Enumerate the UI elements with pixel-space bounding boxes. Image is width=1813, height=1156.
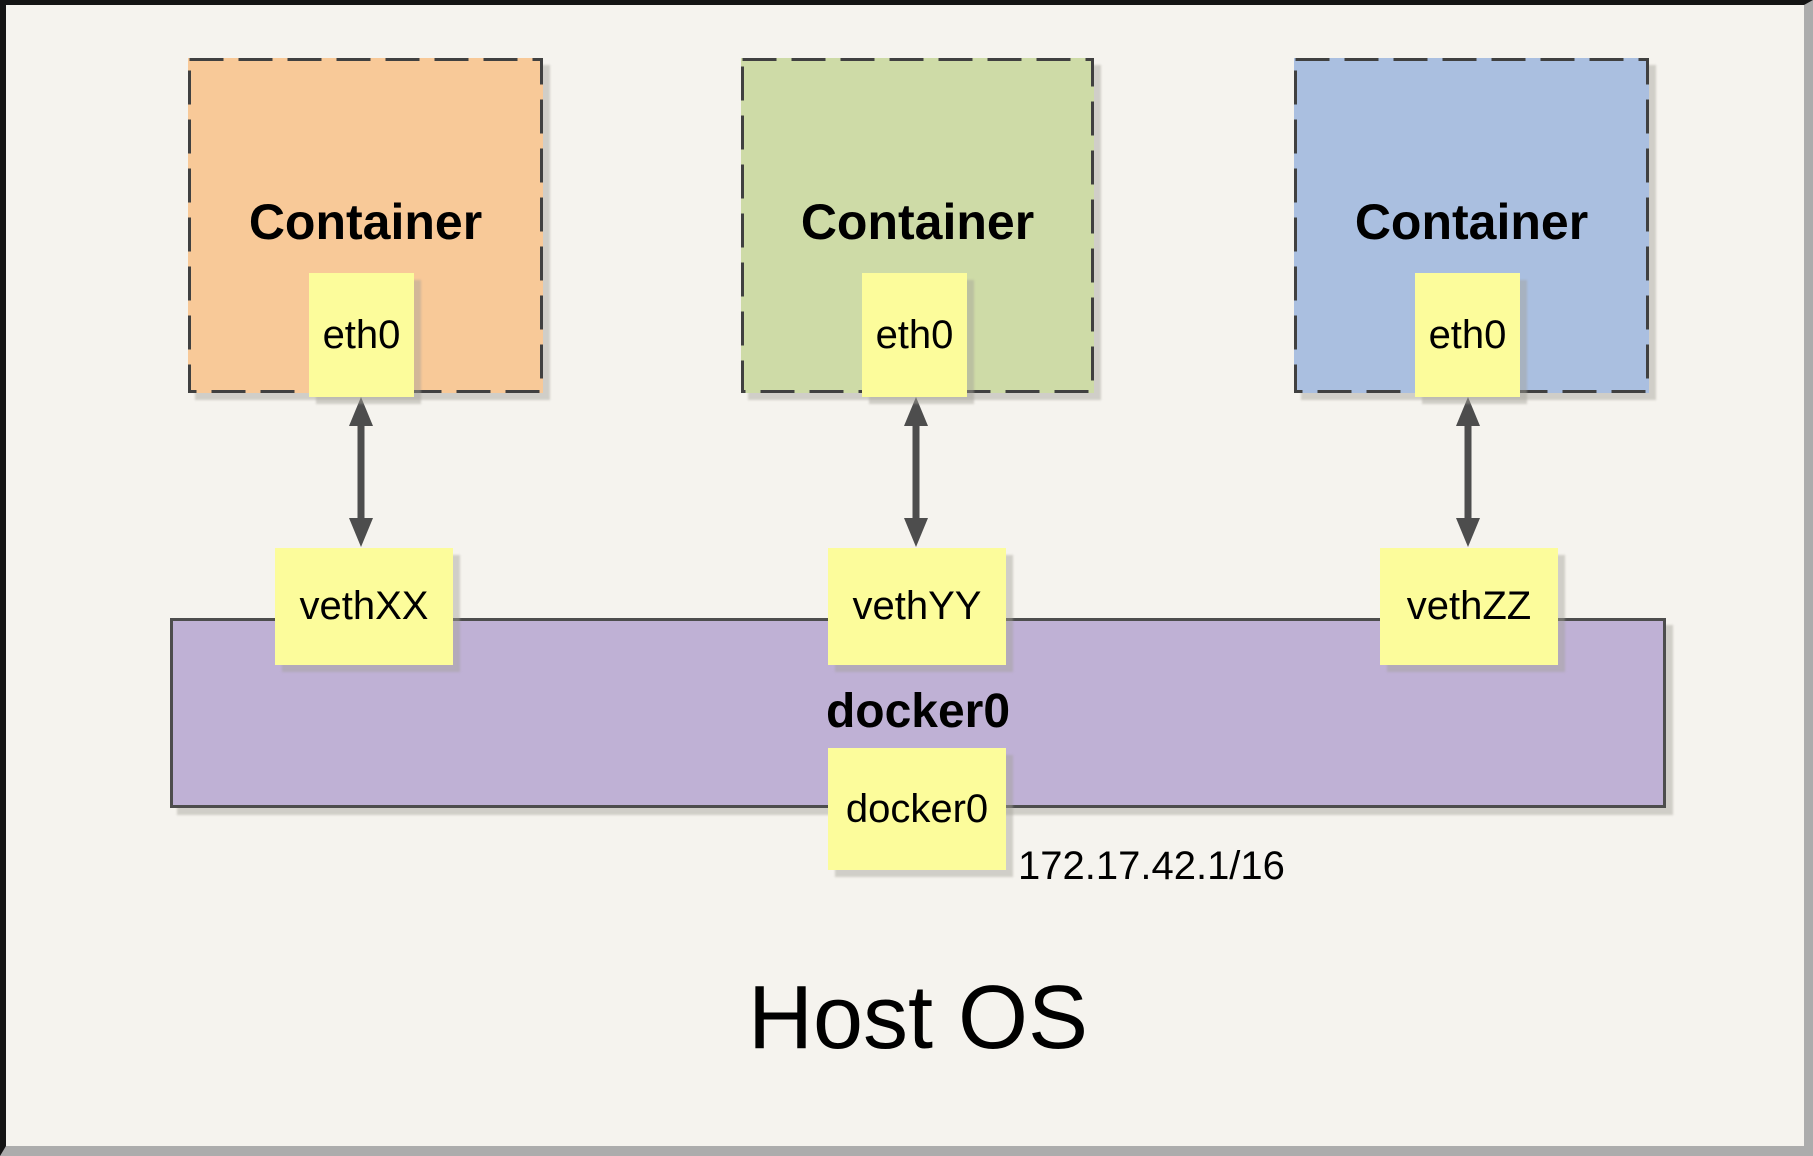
- eth0-box-1: eth0: [309, 273, 414, 397]
- container-title: Container: [800, 194, 1035, 250]
- container-box-1: Container eth0: [188, 58, 543, 397]
- arrow-eth0-vethxx: [345, 396, 377, 548]
- arrow-eth0-vethyy: [900, 396, 932, 548]
- docker0-interface-box: docker0: [828, 748, 1006, 870]
- vethxx-box: vethXX: [275, 548, 453, 665]
- container-box-3: Container eth0: [1294, 58, 1649, 397]
- eth0-box-3: eth0: [1415, 273, 1520, 397]
- vethyy-box: vethYY: [828, 548, 1006, 665]
- host-os-title: Host OS: [747, 968, 1089, 1068]
- container-title: Container: [248, 194, 483, 250]
- container-box-2: Container eth0: [741, 58, 1094, 397]
- eth0-box-2: eth0: [862, 273, 967, 397]
- docker0-bridge-label: docker0: [825, 685, 1011, 738]
- bridge-ip-address: 172.17.42.1/16: [1018, 844, 1285, 888]
- vethzz-box: vethZZ: [1380, 548, 1558, 665]
- arrow-eth0-vethzz: [1452, 396, 1484, 548]
- container-title: Container: [1354, 194, 1589, 250]
